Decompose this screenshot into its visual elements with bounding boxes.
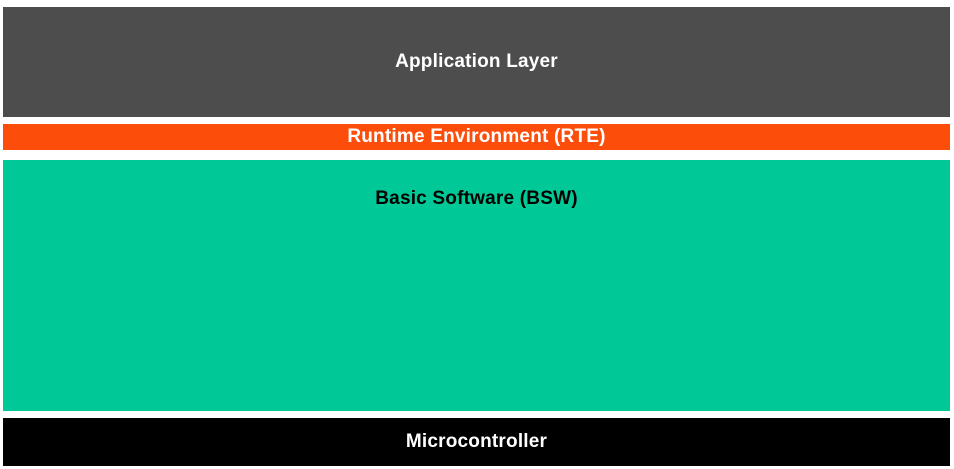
application-layer-label: Application Layer: [395, 51, 558, 72]
application-layer-block: Application Layer: [3, 7, 950, 117]
runtime-environment-label: Runtime Environment (RTE): [347, 126, 606, 147]
basic-software-block: Basic Software (BSW): [3, 160, 950, 411]
microcontroller-block: Microcontroller: [3, 418, 950, 466]
microcontroller-label: Microcontroller: [405, 431, 548, 452]
basic-software-label: Basic Software (BSW): [375, 188, 578, 209]
runtime-environment-block: Runtime Environment (RTE): [3, 124, 950, 150]
